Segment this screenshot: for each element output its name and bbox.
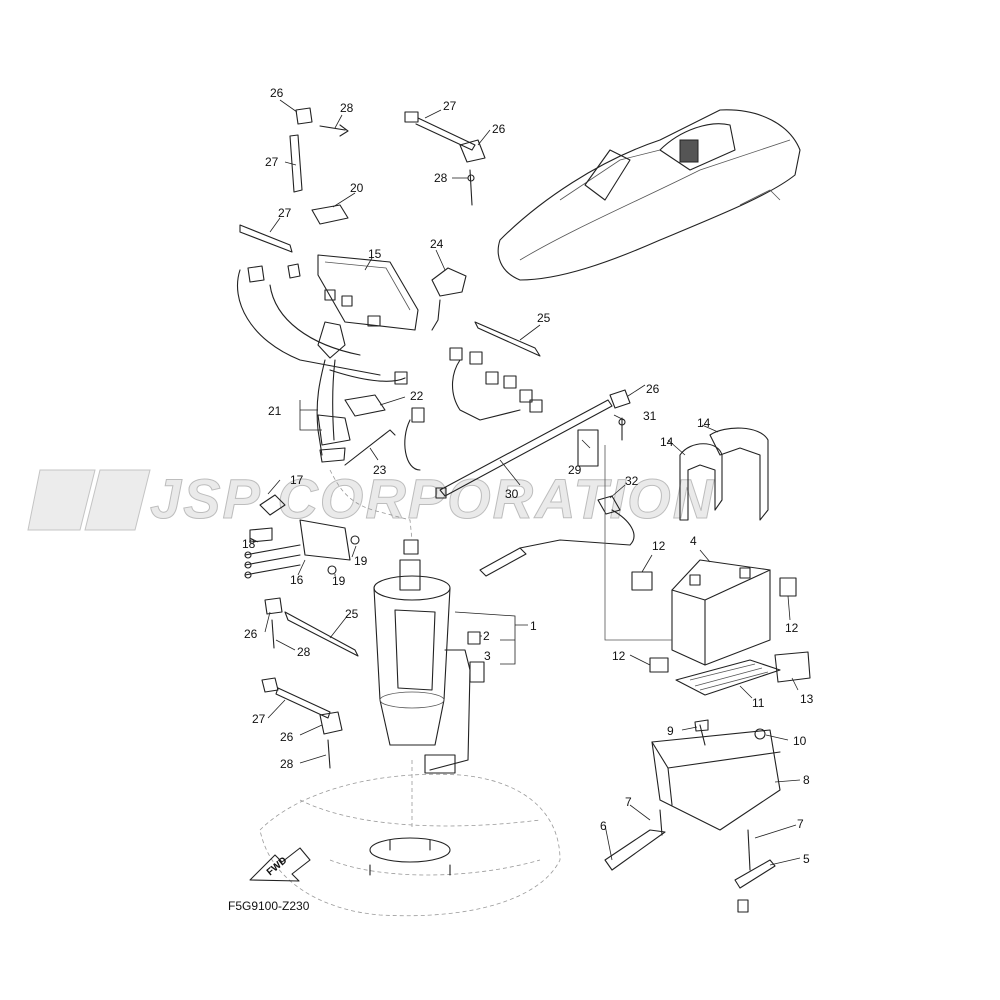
callout-28a: 28 xyxy=(340,101,354,115)
callout-9: 9 xyxy=(667,724,674,738)
callout-26c: 26 xyxy=(646,382,660,396)
long-tie-group xyxy=(435,389,631,499)
callout-24: 24 xyxy=(430,237,444,251)
callout-12a: 12 xyxy=(652,539,666,553)
fuel-pump-assembly xyxy=(373,539,485,830)
watermark: JSP CORPORATION xyxy=(27,467,715,531)
fwd-arrow: FWD xyxy=(249,847,311,882)
callout-19b: 19 xyxy=(332,574,346,588)
callout-30: 30 xyxy=(505,487,519,501)
callout-25b: 25 xyxy=(345,607,359,621)
callout-15: 15 xyxy=(368,247,382,261)
callout-8: 8 xyxy=(803,773,810,787)
battery-straps xyxy=(679,427,769,521)
battery-sensor xyxy=(479,495,635,577)
watercraft-illustration xyxy=(497,109,801,281)
callout-26a: 26 xyxy=(270,86,284,100)
callout-26d: 26 xyxy=(244,627,258,641)
cable-tie-upper xyxy=(474,321,541,357)
callout-29: 29 xyxy=(568,463,582,477)
callout-20: 20 xyxy=(350,181,364,195)
callout-5: 5 xyxy=(803,852,810,866)
callout-2: 2 xyxy=(483,629,490,643)
meter-unit xyxy=(317,254,419,359)
lower-left-clamps xyxy=(261,597,359,769)
leader-lines xyxy=(249,99,801,866)
callout-27c: 27 xyxy=(278,206,292,220)
watermark-text: JSP CORPORATION xyxy=(150,467,715,530)
upper-left-clamps xyxy=(236,107,381,376)
callout-1: 1 xyxy=(530,619,537,633)
callout-17: 17 xyxy=(290,473,304,487)
callout-14a: 14 xyxy=(660,435,674,449)
callout-14b: 14 xyxy=(697,416,711,430)
top-center-clamps xyxy=(404,111,486,206)
callout-27a: 27 xyxy=(265,155,279,169)
battery-pads xyxy=(631,571,811,696)
callout-7a: 7 xyxy=(625,795,632,809)
wire-harness xyxy=(316,347,543,541)
callout-7b: 7 xyxy=(797,817,804,831)
callout-12b: 12 xyxy=(785,621,799,635)
callout-32: 32 xyxy=(625,474,639,488)
battery-stays xyxy=(604,809,776,913)
drawing-code: F5G9100-Z230 xyxy=(228,899,310,913)
callout-28d: 28 xyxy=(280,757,294,771)
callout-27b: 27 xyxy=(443,99,457,113)
rectifier-group xyxy=(244,494,360,579)
callout-6: 6 xyxy=(600,819,607,833)
callout-28c: 28 xyxy=(297,645,311,659)
callout-26b: 26 xyxy=(492,122,506,136)
hull-floor xyxy=(259,773,561,917)
battery xyxy=(604,445,771,666)
callout-27d: 27 xyxy=(252,712,266,726)
callout-labels: 1 2 3 4 5 6 7 7 8 9 10 11 12 12 12 13 14… xyxy=(242,86,814,866)
callout-16: 16 xyxy=(290,573,304,587)
callout-31: 31 xyxy=(643,409,657,423)
battery-box xyxy=(651,719,781,831)
callout-25a: 25 xyxy=(537,311,551,325)
callout-21: 21 xyxy=(268,404,282,418)
callout-28b: 28 xyxy=(434,171,448,185)
callout-3: 3 xyxy=(484,649,491,663)
callout-19a: 19 xyxy=(354,554,368,568)
callout-13: 13 xyxy=(800,692,814,706)
callout-12c: 12 xyxy=(612,649,626,663)
callout-11: 11 xyxy=(752,696,765,710)
callout-26e: 26 xyxy=(280,730,294,744)
callout-10: 10 xyxy=(793,734,807,748)
callout-4: 4 xyxy=(690,534,697,548)
callout-22: 22 xyxy=(410,389,424,403)
callout-18: 18 xyxy=(242,537,256,551)
bracket-24 xyxy=(431,267,467,331)
callout-23: 23 xyxy=(373,463,387,477)
